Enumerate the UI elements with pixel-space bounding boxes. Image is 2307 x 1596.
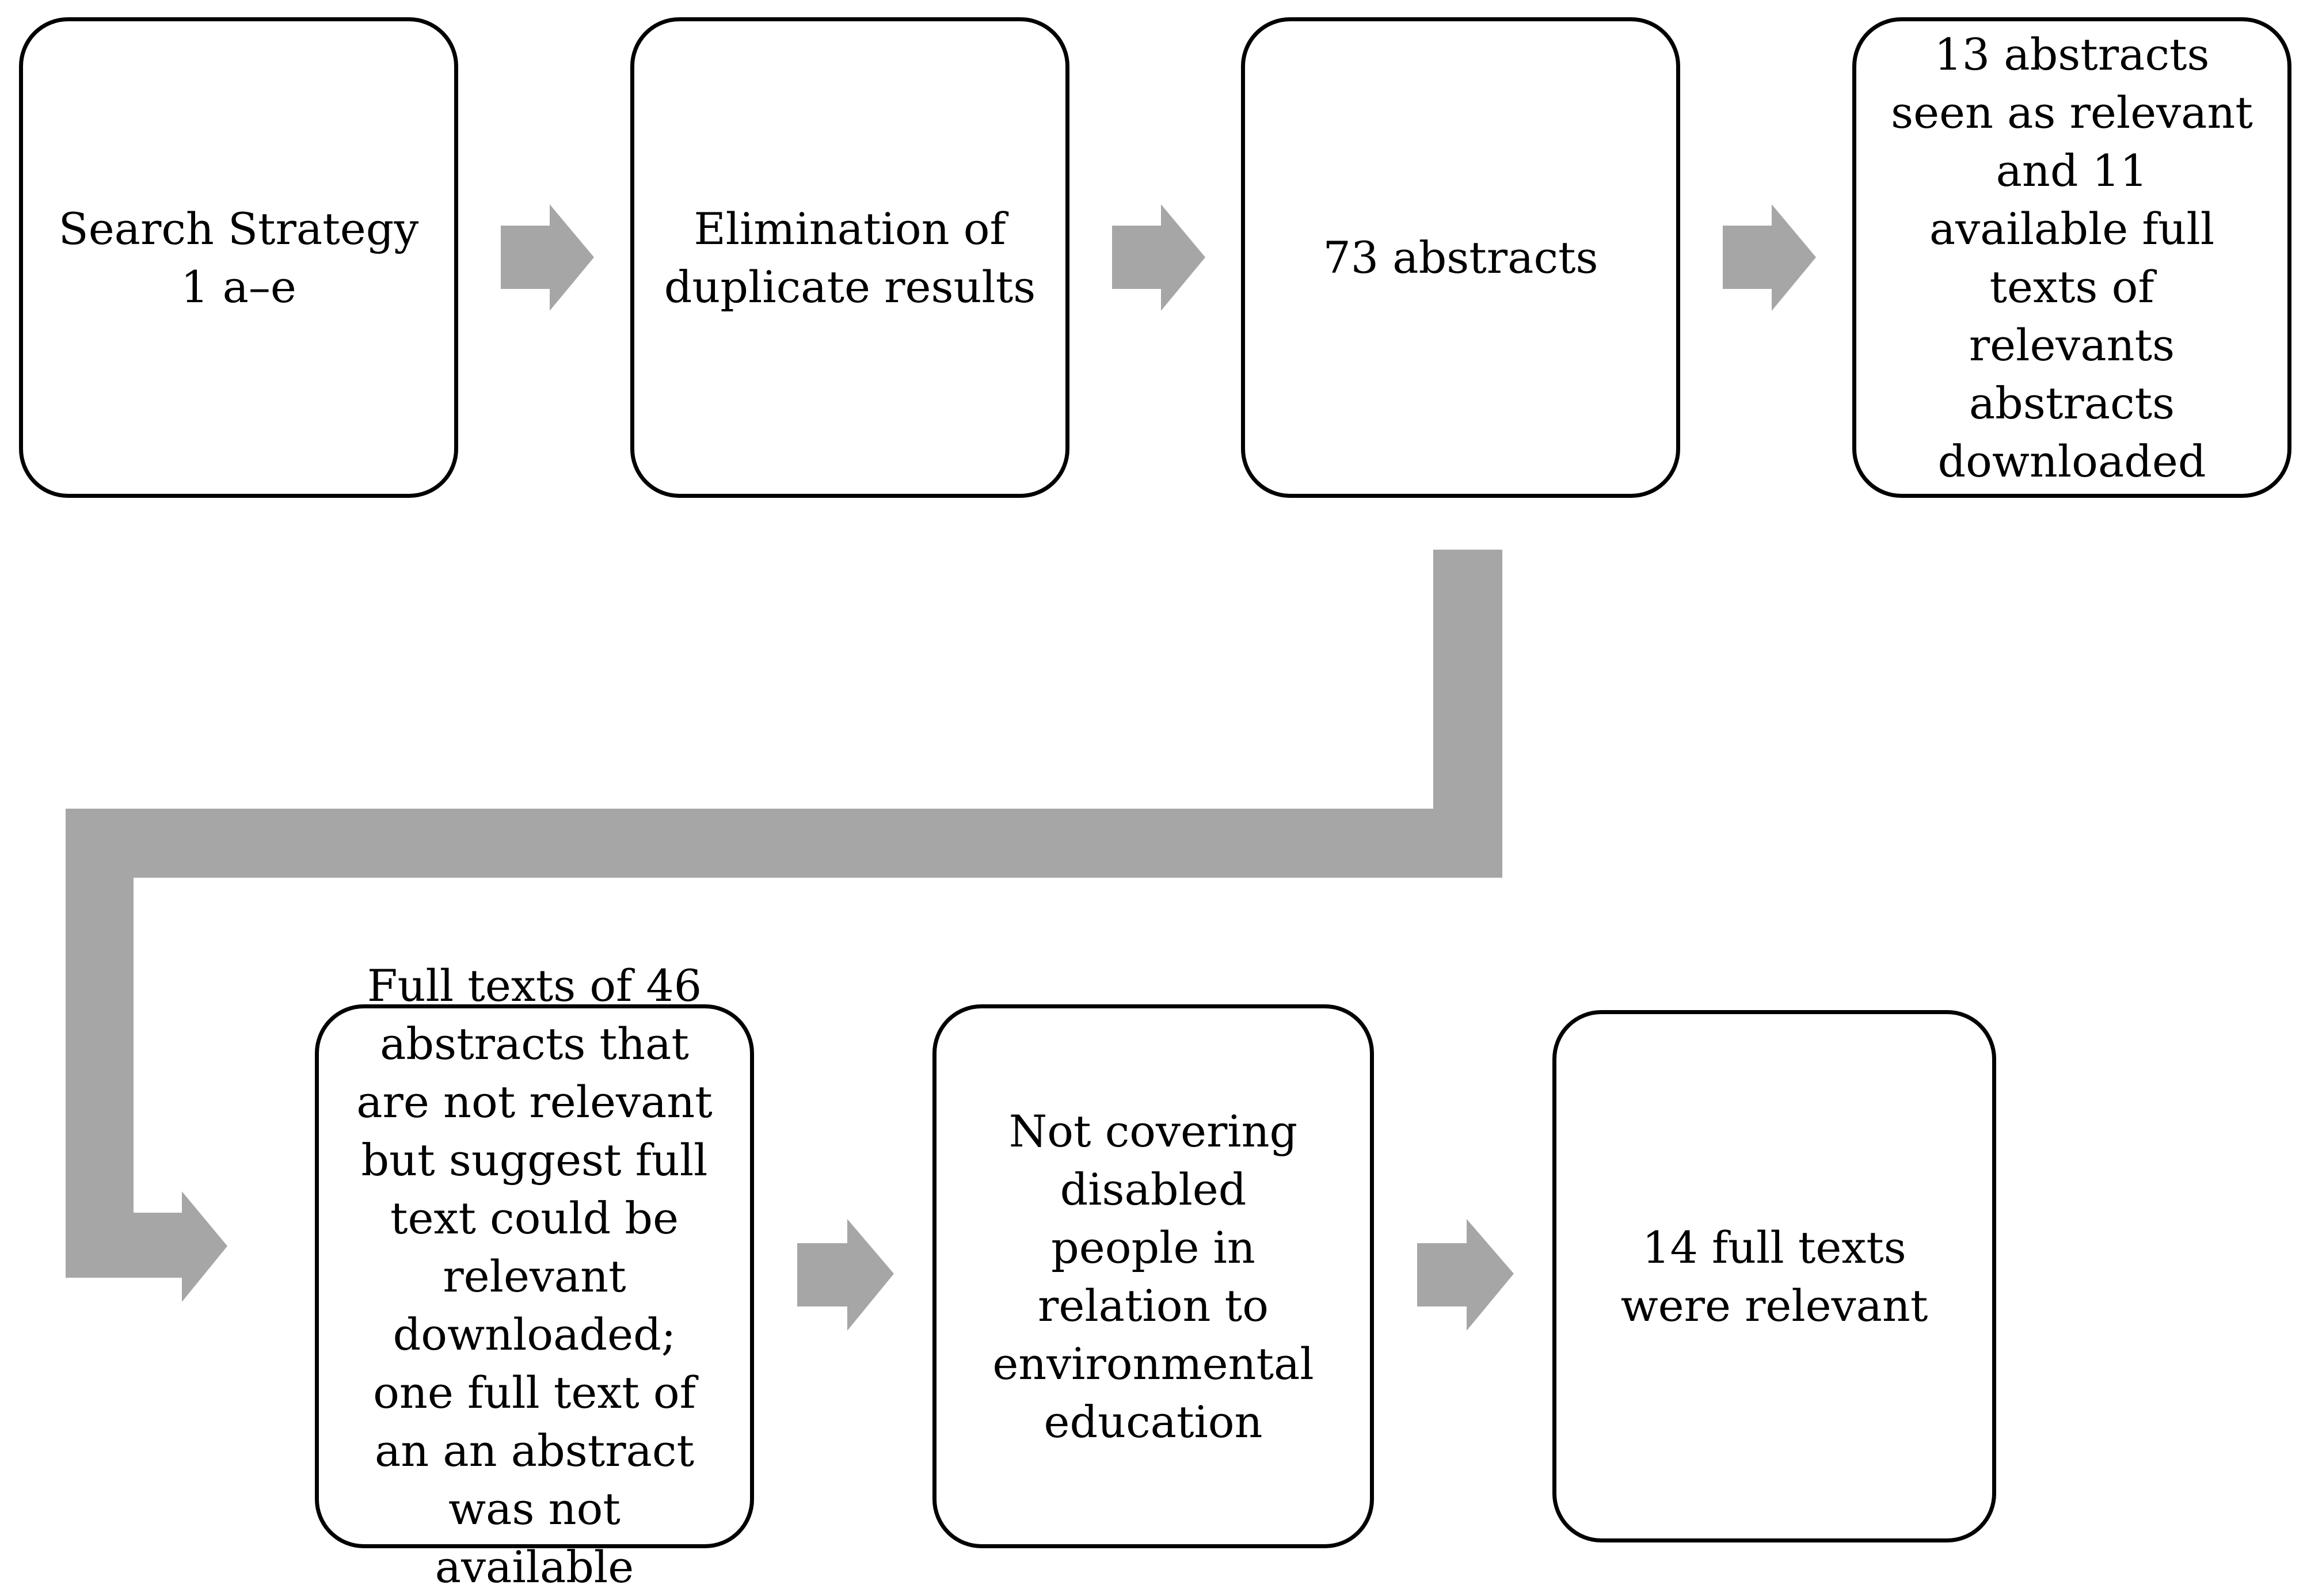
- box-elimination-text: Elimination of duplicate results: [664, 203, 1036, 313]
- box-abstracts-73-text: 73 abstracts: [1323, 232, 1598, 283]
- box-search-strategy-text: Search Strategy 1 a–e: [58, 203, 419, 313]
- arrow-6-to-7: [1417, 1219, 1514, 1331]
- arrow-elbow-connector: [66, 550, 1502, 1302]
- box-elimination: Elimination of duplicate results: [630, 17, 1069, 498]
- box-full-texts-14: 14 full texts were relevant: [1552, 1010, 1996, 1542]
- arrow-3-to-4: [1723, 204, 1816, 311]
- box-abstracts-73: 73 abstracts: [1241, 17, 1680, 498]
- arrow-1-to-2: [501, 204, 594, 311]
- box-not-covering-text: Not covering disabled people in relation…: [992, 1105, 1314, 1448]
- box-abstracts-13: 13 abstracts seen as relevant and 11 ava…: [1852, 17, 2291, 498]
- box-full-texts-46-text: Full texts of 46 abstracts that are not …: [356, 960, 713, 1593]
- box-search-strategy: Search Strategy 1 a–e: [19, 17, 458, 498]
- arrow-2-to-3: [1112, 204, 1205, 311]
- box-abstracts-13-text: 13 abstracts seen as relevant and 11 ava…: [1891, 28, 2253, 487]
- box-full-texts-14-text: 14 full texts were relevant: [1620, 1221, 1928, 1331]
- arrow-5-to-6: [797, 1219, 894, 1331]
- box-full-texts-46: Full texts of 46 abstracts that are not …: [315, 960, 754, 1593]
- box-not-covering: Not covering disabled people in relation…: [932, 1004, 1374, 1548]
